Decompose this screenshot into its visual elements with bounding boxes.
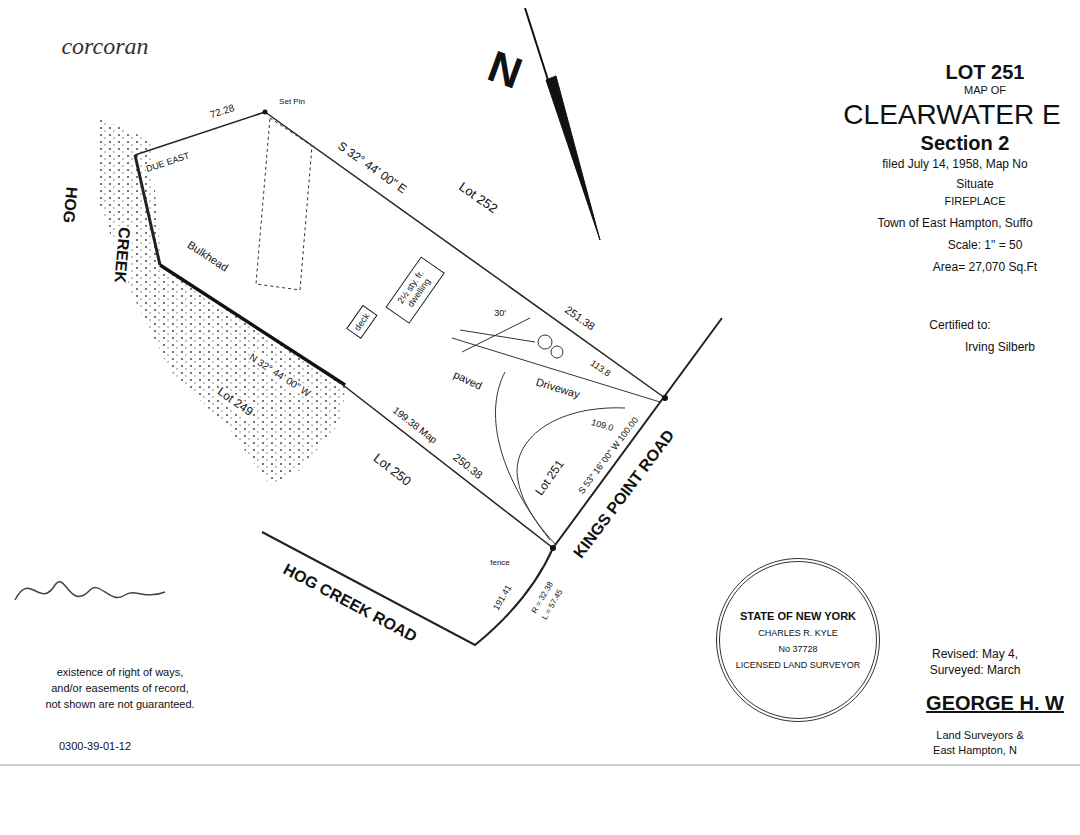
north-label: N — [481, 41, 529, 98]
disclaimer-note: and/or easements of record, — [50, 682, 190, 694]
water-name: CREEK — [111, 225, 134, 284]
bulkhead-line — [160, 265, 345, 385]
dwelling-box: 2½ sty. fr. dwelling — [385, 256, 444, 323]
dimension: 250.38 — [450, 450, 486, 481]
surveyor-address: East Hampton, N — [932, 744, 1018, 756]
water-name: HOG — [60, 185, 81, 225]
signature — [15, 582, 165, 600]
north-arrow — [525, 8, 548, 80]
node-text: 2½ sty. fr. dwelling — [392, 263, 439, 317]
dimension: 191.41 — [491, 583, 514, 614]
page-edge — [0, 765, 1080, 766]
deck-box: deck — [346, 305, 378, 339]
certification: Certified to: — [928, 319, 991, 332]
scale-note: Scale: 1" = 50 — [947, 239, 1024, 252]
monument-symbol — [662, 395, 668, 401]
tree-symbol — [551, 346, 563, 358]
title-block: MAP OF — [963, 84, 1007, 96]
date-note: Revised: May 4, — [931, 648, 1019, 661]
watermark: corcoran — [60, 33, 149, 59]
lot-name: Lot 249 — [214, 385, 256, 420]
bearing-label: DUE EAST — [144, 151, 192, 175]
disclaimer-note: existence of right of ways, — [56, 666, 185, 678]
lot-line — [135, 112, 265, 155]
road-name: HOG CREEK ROAD — [279, 560, 420, 646]
title-block: FIREPLACE — [943, 195, 1006, 207]
node-text: deck — [352, 311, 371, 333]
disclaimer-note: not shown are not guaranteed. — [44, 698, 195, 710]
title-block: CLEARWATER E — [842, 100, 1061, 131]
dashed-area — [256, 118, 312, 290]
bearing-label: S 32° 44' 00" E — [334, 139, 409, 197]
creek-shading — [98, 118, 345, 485]
tree-symbol — [538, 335, 552, 349]
pin-label: Set Pin — [278, 98, 306, 107]
dimension: 109.0 — [589, 418, 615, 435]
monument-symbol — [550, 545, 556, 551]
dimension: 113.8 — [587, 358, 612, 380]
driveway-line — [495, 372, 550, 540]
node-text: LICENSED LAND SURVEYOR — [736, 660, 860, 670]
dimension: 30' — [493, 309, 507, 319]
title-block: Town of East Hampton, Suffo — [876, 217, 1033, 230]
lot-name: Lot 250 — [370, 450, 415, 489]
bearing-label: N 32° 44' 00" W — [247, 351, 314, 400]
pin-symbol — [263, 110, 268, 115]
driveway-line — [452, 338, 660, 402]
date-note: Surveyed: March — [929, 664, 1022, 677]
dimension: 251.38 — [562, 303, 598, 333]
bulkhead-label: Bulkhead — [185, 238, 232, 274]
fence-label: fence — [489, 559, 511, 568]
driveway-label: Driveway — [534, 375, 583, 400]
north-arrow — [546, 76, 600, 240]
surveyor-name: GEORGE H. W — [925, 692, 1065, 714]
tax-map-number: 0300-39-01-12 — [58, 740, 132, 752]
node-text: STATE OF NEW YORK — [740, 610, 856, 622]
node-text: No 37728 — [778, 644, 817, 654]
lot-name: Lot 252 — [455, 179, 500, 217]
node-text: CHARLES R. KYLE — [758, 628, 838, 638]
surface-label: paved — [451, 368, 485, 392]
title-block: Situate — [955, 178, 994, 191]
dimension: 72.28 — [207, 102, 236, 121]
tie-lines — [460, 318, 535, 352]
title-block: filed July 14, 1958, Map No — [881, 158, 1028, 171]
title-block: LOT 251 — [945, 61, 1026, 83]
certification: Irving Silberb — [964, 341, 1036, 354]
lot-line — [343, 385, 553, 548]
surveyor-address: Land Surveyors & — [935, 729, 1024, 741]
surveyor-seal: STATE OF NEW YORK CHARLES R. KYLE No 37728… — [716, 558, 880, 722]
dimension: 199.38 Map — [390, 404, 440, 446]
lot-line — [265, 112, 665, 398]
area-note: Area= 27,070 Sq.Ft — [932, 261, 1038, 274]
lot-name: Lot 251 — [533, 457, 568, 499]
title-block: Section 2 — [920, 132, 1011, 154]
